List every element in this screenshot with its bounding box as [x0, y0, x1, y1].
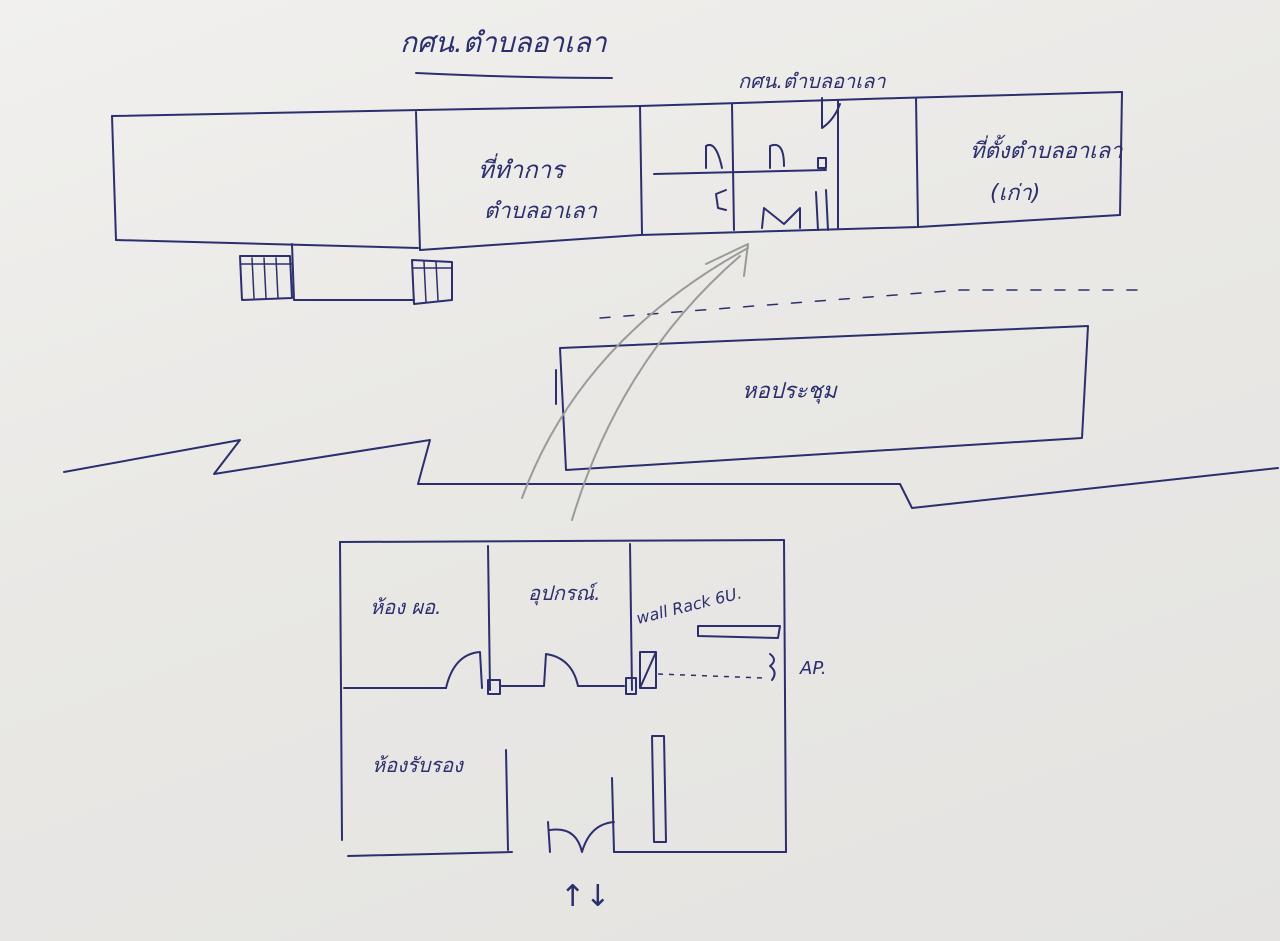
label-old-line2: (เก่า) [990, 181, 1040, 206]
entrance-arrows: ↑↓ [560, 879, 610, 914]
partition-2 [639, 105, 643, 235]
pointer-arrow-inner [571, 255, 741, 521]
top-building-left-wall [111, 115, 117, 241]
pointer-arrow-outer [521, 247, 749, 499]
label-old-line1: ที่ตั้งตำบลอาเลา [970, 134, 1123, 164]
detail-mid-wall [343, 685, 625, 689]
door-3 [821, 97, 841, 129]
door-2 [769, 144, 785, 169]
partition-5 [915, 97, 919, 227]
top-building: กศน.ตำบลอาเลา ที่ทำการ ตำบลอาเลา ที่ตั้ง… [111, 69, 1123, 305]
double-door [761, 207, 801, 229]
stairs-left-treads [239, 257, 293, 299]
top-building-top-wall [111, 91, 1123, 117]
wall-rack [639, 651, 657, 689]
porch-wall [291, 243, 415, 301]
stairs-left [239, 255, 293, 301]
title-underline [415, 72, 613, 79]
label-lobby: ห้องรับรอง [372, 753, 464, 777]
stairs-right-treads [411, 261, 453, 303]
label-room-line1: ที่ทำการ [478, 153, 567, 184]
hall-outline [559, 325, 1089, 471]
stairs-right [411, 259, 453, 305]
detail-plan: ห้อง ผอ. อุปกรณ์. wall Rack 6U. AP. ห้อง… [339, 539, 826, 914]
label-room-line2: ตำบลอาเลา [484, 199, 598, 224]
top-building-bottom-wall-right [419, 214, 1121, 251]
detail-door-1 [445, 651, 483, 689]
detail-partition-2 [629, 543, 633, 691]
detail-partition-1 [487, 545, 491, 691]
pointer-arrow-head [705, 243, 749, 277]
lobby-partition-left [505, 749, 509, 851]
label-ap: AP. [799, 658, 826, 679]
door-jamb [815, 189, 829, 231]
entrance-door [547, 821, 615, 853]
hall-building: หอประชุม [555, 325, 1089, 471]
detail-door-2 [543, 653, 579, 687]
detail-top-wall [339, 539, 785, 543]
sketch-title: กศน.ตำบลอาเลา [400, 26, 608, 59]
label-office: กศน.ตำบลอาเลา [738, 69, 886, 93]
corridor-line [653, 169, 827, 175]
top-building-right-wall [1119, 91, 1123, 216]
label-storage: อุปกรณ์. [528, 581, 600, 606]
lobby-partition-right [611, 777, 615, 853]
partition-1 [415, 111, 421, 251]
partition-3 [731, 103, 735, 231]
shelf [697, 625, 781, 639]
door-1 [705, 144, 723, 169]
detail-bottom-wall [347, 851, 787, 857]
detail-door-post-1 [487, 679, 501, 695]
hall-label: หอประชุม [742, 379, 838, 404]
lobby-column [651, 735, 667, 843]
ap-cable [657, 673, 765, 679]
detail-left-wall [339, 541, 343, 841]
top-building-bottom-wall-left [115, 239, 419, 249]
door-post [817, 157, 827, 169]
detail-door-post-2 [625, 677, 637, 695]
label-toilet: ห้อง ผอ. [370, 595, 441, 619]
detail-right-wall [783, 539, 787, 853]
door-4 [715, 189, 727, 211]
dashed-path [599, 289, 1139, 319]
break-line [63, 439, 1279, 509]
ap-icon [769, 653, 776, 681]
label-wall-rack: wall Rack 6U. [634, 583, 743, 628]
